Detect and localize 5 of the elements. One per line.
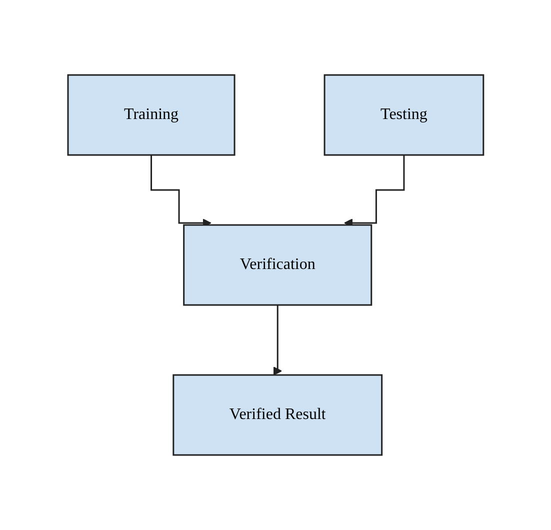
node-box: Verified Result bbox=[172, 374, 382, 456]
node-box: Testing bbox=[324, 74, 484, 156]
node-box: Verification bbox=[182, 224, 372, 306]
node-box: Training bbox=[67, 74, 236, 156]
arrow bbox=[273, 304, 282, 376]
